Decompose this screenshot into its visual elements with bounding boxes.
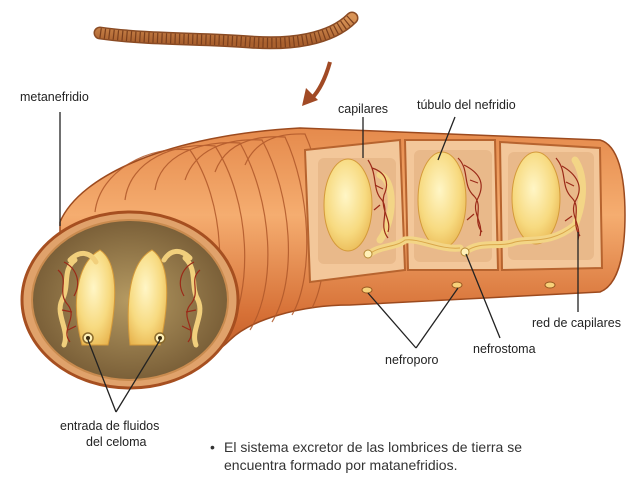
caption-bullet: •: [210, 439, 215, 455]
pointer-arrow-icon: [302, 61, 332, 106]
cutaway-segments: [303, 138, 604, 294]
cross-section: [20, 210, 240, 390]
leader-tubulo: [437, 116, 456, 161]
leader-nefroporo-a: [367, 292, 417, 349]
leader-nefrostoma: [465, 253, 501, 339]
label-capilares: capilares: [338, 102, 389, 116]
label-tubulo-nefridio: túbulo del nefridio: [417, 98, 516, 112]
earthworm-icon: [93, 11, 359, 50]
leader-lines: [59, 112, 579, 413]
leader-entrada-a: [87, 339, 117, 413]
label-entrada-line2: del celoma: [86, 435, 147, 449]
caption-line2: encuentra formado por matanefridios.: [224, 457, 458, 473]
leader-entrada-b: [115, 339, 161, 413]
caption-line1: El sistema excretor de las lombrices de …: [224, 439, 522, 455]
label-red-capilares: red de capilares: [532, 316, 621, 330]
leader-nefroporo-b: [415, 287, 459, 349]
label-entrada-line1: entrada de fluidos: [60, 419, 160, 433]
label-nefroporo: nefroporo: [385, 353, 439, 367]
label-nefrostoma: nefrostoma: [473, 342, 536, 356]
label-metanefridio: metanefridio: [20, 90, 89, 104]
